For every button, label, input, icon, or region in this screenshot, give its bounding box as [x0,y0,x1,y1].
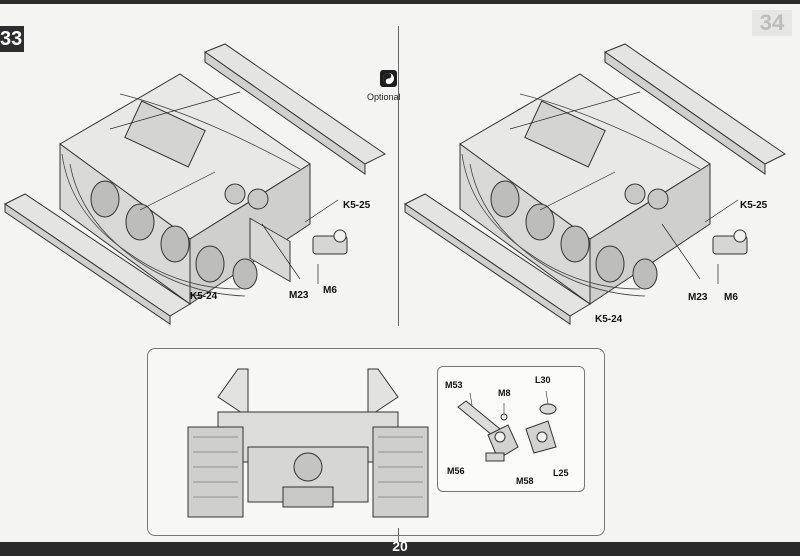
rear-view-drawing [187,368,429,518]
page-divider [398,26,399,326]
parts-callout-frame [437,366,585,492]
label-m6-left: M6 [323,285,337,296]
optional-label: Optional [367,92,401,102]
label-m8: M8 [498,388,511,398]
label-k5-25-left: K5-25 [343,200,371,211]
optional-icon [380,70,397,87]
instruction-page: 33 34 [0,4,800,546]
label-m23-right: M23 [688,292,708,303]
next-step-ghost: 34 [752,10,792,36]
right-hull-drawing [404,43,786,325]
label-m58: M58 [516,476,534,486]
detail-frame [147,348,605,536]
label-k5-24-right: K5-24 [595,314,623,325]
label-m23-left: M23 [289,290,309,301]
label-l30: L30 [535,375,551,385]
side-panel-top [203,43,386,283]
m6-part [312,229,348,255]
side-panel-top [603,43,786,175]
left-hull-drawing [4,43,386,325]
step-number-badge: 33 [0,26,24,52]
label-m56: M56 [447,466,465,476]
hull-body [459,73,711,305]
bottom-bar [0,542,800,556]
side-panel-bottom [404,193,591,325]
page-number: 20 [392,538,408,554]
label-m53: M53 [445,380,463,390]
side-panel-bottom [4,193,191,325]
label-k5-25-right: K5-25 [740,200,768,211]
page-divider-bottom [398,528,399,546]
m6-part [712,229,748,255]
label-m6-right: M6 [724,292,738,303]
parts-drawing [457,390,557,462]
label-l25: L25 [553,468,569,478]
label-k5-24-left: K5-24 [190,291,218,302]
